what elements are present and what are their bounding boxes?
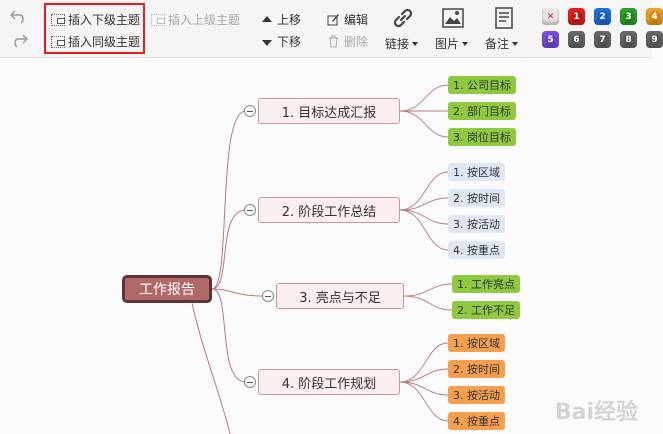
leaf-topic[interactable]: 3. 按活动	[448, 386, 505, 404]
connector-line	[399, 381, 449, 422]
insert-parent-label: 插入上级主题	[168, 13, 241, 27]
mindmap-canvas[interactable]: 工作报告 1. 目标达成汇报 1. 公司目标 2. 部门目标 3. 岗位目标 2. 阶段工…	[0, 58, 652, 434]
connector-line	[399, 110, 449, 138]
collapse-toggle[interactable]	[244, 204, 256, 216]
edit-label: 编辑	[344, 13, 369, 27]
priority-value: 8	[622, 33, 635, 46]
priority-value: 9	[648, 33, 661, 46]
connector-line	[399, 342, 449, 383]
priority-value: 6	[570, 33, 583, 46]
move-up-button[interactable]: 上移	[262, 11, 301, 28]
leaf-topic[interactable]: 2. 按时间	[448, 360, 505, 378]
priority-value: ✕	[546, 11, 555, 22]
undo-icon[interactable]	[9, 9, 28, 24]
connector-line	[399, 197, 449, 211]
connector-line	[399, 84, 449, 112]
redo-icon[interactable]	[10, 33, 29, 48]
leaf-topic[interactable]: 1. 工作亮点	[452, 275, 520, 293]
priority-value: 4	[648, 10, 661, 23]
insert-parent-icon	[151, 13, 165, 26]
chevron-down-icon	[512, 41, 519, 46]
trash-icon	[329, 35, 338, 48]
arrow-down-icon	[262, 39, 272, 46]
priority-6-icon[interactable]: 6	[568, 31, 585, 48]
leaf-topic[interactable]: 3. 按活动	[448, 215, 505, 233]
collapse-toggle[interactable]	[244, 376, 256, 388]
priority-5-icon[interactable]: 5	[542, 31, 559, 48]
leaf-topic[interactable]: 3. 岗位目标	[448, 128, 516, 146]
link-icon[interactable]	[392, 7, 414, 29]
note-button[interactable]: 备注	[485, 35, 519, 52]
connector-line	[403, 295, 453, 311]
priority-value: 2	[596, 10, 609, 23]
image-button[interactable]: 图片	[435, 35, 469, 52]
branch-topic[interactable]: 3. 亮点与不足	[276, 283, 404, 309]
connector-line	[211, 288, 265, 297]
leaf-topic[interactable]: 1. 公司目标	[448, 76, 516, 94]
leaf-topic[interactable]: 1. 按区域	[448, 163, 505, 181]
priority-4-icon[interactable]: 4	[646, 8, 663, 25]
connector-line	[399, 209, 449, 251]
insert-child-button[interactable]: 插入下级主题	[51, 11, 140, 28]
connector-line	[191, 302, 231, 434]
highlight-box	[44, 3, 145, 54]
link-button[interactable]: 链接	[385, 35, 419, 52]
insert-parent-button[interactable]: 插入上级主题	[151, 11, 240, 28]
image-icon[interactable]	[442, 8, 464, 28]
note-label: 备注	[485, 37, 510, 51]
priority-value: 5	[544, 33, 557, 46]
move-down-label: 下移	[277, 35, 302, 49]
leaf-topic[interactable]: 2. 按时间	[448, 189, 505, 207]
connector-lines	[191, 84, 453, 434]
link-label: 链接	[385, 37, 410, 51]
insert-sibling-button[interactable]: 插入同级主题	[51, 33, 140, 50]
insert-child-label: 插入下级主题	[68, 13, 141, 27]
chevron-down-icon	[412, 41, 419, 46]
priority-clear-icon[interactable]: ✕	[542, 8, 559, 25]
delete-label: 删除	[344, 35, 369, 49]
insert-child-icon	[51, 13, 65, 26]
toolbar: 插入下级主题 插入上级主题 插入同级主题 上移 下移 编辑 删除 链接 图片 备…	[0, 0, 663, 58]
priority-value: 1	[570, 10, 583, 23]
priority-1-icon[interactable]: 1	[568, 8, 585, 25]
insert-sibling-icon	[51, 35, 65, 48]
delete-button[interactable]: 删除	[327, 33, 368, 50]
connector-line	[211, 110, 247, 290]
chevron-down-icon	[462, 41, 469, 46]
connector-line	[399, 368, 449, 383]
branch-topic[interactable]: 1. 目标达成汇报	[258, 98, 400, 124]
priority-9-icon[interactable]: 9	[646, 31, 663, 48]
leaf-topic[interactable]: 2. 工作不足	[452, 301, 520, 319]
collapse-toggle[interactable]	[262, 290, 274, 302]
priority-value: 3	[622, 10, 635, 23]
connector-line	[399, 381, 449, 396]
priority-2-icon[interactable]: 2	[594, 8, 611, 25]
leaf-topic[interactable]: 2. 部门目标	[448, 102, 516, 120]
insert-sibling-label: 插入同级主题	[68, 35, 141, 49]
connector-line	[399, 171, 449, 211]
arrow-up-icon	[262, 15, 272, 22]
edit-button[interactable]: 编辑	[327, 11, 368, 28]
leaf-topic[interactable]: 4. 按重点	[448, 412, 505, 430]
collapse-toggle[interactable]	[244, 105, 256, 117]
edit-icon	[327, 14, 339, 26]
root-topic[interactable]: 工作报告	[122, 275, 212, 303]
branch-topic[interactable]: 4. 阶段工作规划	[258, 369, 400, 395]
image-label: 图片	[435, 37, 460, 51]
branch-topic[interactable]: 2. 阶段工作总结	[258, 197, 400, 223]
priority-7-icon[interactable]: 7	[594, 31, 611, 48]
leaf-topic[interactable]: 4. 按重点	[448, 241, 505, 259]
connector-line	[211, 288, 247, 383]
leaf-topic[interactable]: 1. 按区域	[448, 334, 505, 352]
connector-line	[399, 209, 449, 225]
priority-8-icon[interactable]: 8	[620, 31, 637, 48]
priority-3-icon[interactable]: 3	[620, 8, 637, 25]
connector-line	[211, 209, 247, 290]
move-down-button[interactable]: 下移	[262, 33, 301, 50]
note-icon[interactable]	[494, 7, 514, 29]
priority-value: 7	[596, 33, 609, 46]
connector-line	[403, 283, 453, 297]
move-up-label: 上移	[277, 13, 302, 27]
watermark: Bai经验	[554, 400, 638, 425]
